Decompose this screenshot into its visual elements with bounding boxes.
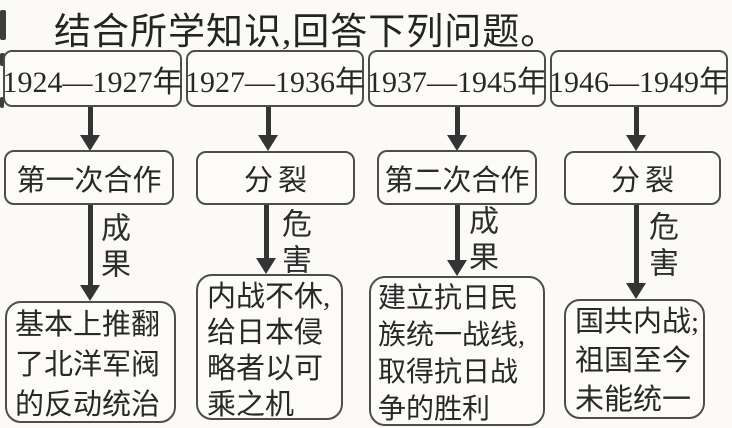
down-arrow bbox=[626, 107, 646, 151]
arrow-head-icon bbox=[80, 285, 100, 301]
arrow-head-icon bbox=[258, 135, 278, 151]
arrow-head-icon bbox=[447, 260, 467, 276]
down-arrow bbox=[256, 205, 276, 274]
arrow-head-icon bbox=[626, 135, 646, 151]
outcome-line: 给日本侵 bbox=[207, 317, 324, 349]
down-arrow bbox=[447, 205, 467, 276]
arrow-head-icon bbox=[256, 258, 276, 274]
arrow-label-4: 危害 bbox=[644, 211, 677, 283]
down-arrow bbox=[447, 107, 467, 151]
arrow-shaft bbox=[263, 205, 269, 258]
down-arrow bbox=[80, 205, 100, 301]
outcome-line: 祖国至今 bbox=[575, 345, 692, 377]
arrow-shaft bbox=[87, 205, 93, 285]
arrow-label-1: 成果 bbox=[96, 212, 129, 284]
outcome-line: 乘之机 bbox=[207, 389, 295, 421]
outcome-box-3: 建立抗日民 族统一战线, 取得抗日战 争的胜利 bbox=[369, 276, 545, 426]
outcome-line: 了北洋军阀 bbox=[15, 349, 161, 381]
down-arrow bbox=[258, 107, 278, 151]
arrow-shaft bbox=[265, 107, 271, 135]
scan-artifact bbox=[0, 53, 5, 66]
arrow-label-2: 危害 bbox=[277, 208, 310, 280]
arrow-shaft bbox=[633, 107, 639, 135]
down-arrow bbox=[80, 107, 100, 151]
outcome-line: 族统一战线, bbox=[378, 320, 526, 351]
arrow-shaft bbox=[87, 107, 93, 135]
arrow-head-icon bbox=[447, 135, 467, 151]
outcome-box-2: 内战不休, 给日本侵 略者以可 乘之机 bbox=[196, 274, 343, 421]
outcome-line: 未能统一 bbox=[575, 384, 692, 416]
arrow-head-icon bbox=[626, 283, 646, 299]
stage-box-1: 第一次合作 bbox=[4, 150, 174, 205]
arrow-label-3: 成果 bbox=[464, 205, 497, 277]
outcome-line: 取得抗日战 bbox=[378, 357, 519, 388]
arrow-shaft bbox=[633, 205, 639, 283]
period-box-3: 1937—1945年 bbox=[367, 50, 547, 107]
outcome-line: 略者以可 bbox=[207, 353, 324, 385]
arrow-shaft bbox=[454, 107, 460, 135]
stage-box-3: 第二次合作 bbox=[377, 150, 537, 205]
arrow-shaft bbox=[454, 205, 460, 260]
outcome-line: 建立抗日民 bbox=[378, 283, 519, 314]
outcome-box-1: 基本上推翻 了北洋军阀 的反动统治 bbox=[5, 301, 176, 423]
down-arrow bbox=[626, 205, 646, 299]
outcome-line: 的反动统治 bbox=[15, 389, 161, 421]
outcome-line: 内战不休, bbox=[207, 281, 331, 313]
stage-box-4: 分裂 bbox=[564, 151, 721, 205]
outcome-line: 国共内战; bbox=[575, 306, 700, 338]
period-box-2: 1927—1936年 bbox=[185, 50, 365, 107]
arrow-head-icon bbox=[80, 135, 100, 151]
stage-box-2: 分裂 bbox=[196, 151, 355, 205]
scan-artifact bbox=[0, 97, 4, 108]
period-box-1: 1924—1927年 bbox=[3, 50, 183, 107]
outcome-box-4: 国共内战; 祖国至今 未能统一 bbox=[564, 299, 705, 419]
scan-artifact bbox=[0, 10, 6, 40]
outcome-line: 争的胜利 bbox=[378, 394, 491, 425]
page-title: 结合所学知识,回答下列问题。 bbox=[54, 12, 559, 53]
outcome-line: 基本上推翻 bbox=[15, 309, 161, 341]
period-box-4: 1946—1949年 bbox=[549, 50, 729, 107]
